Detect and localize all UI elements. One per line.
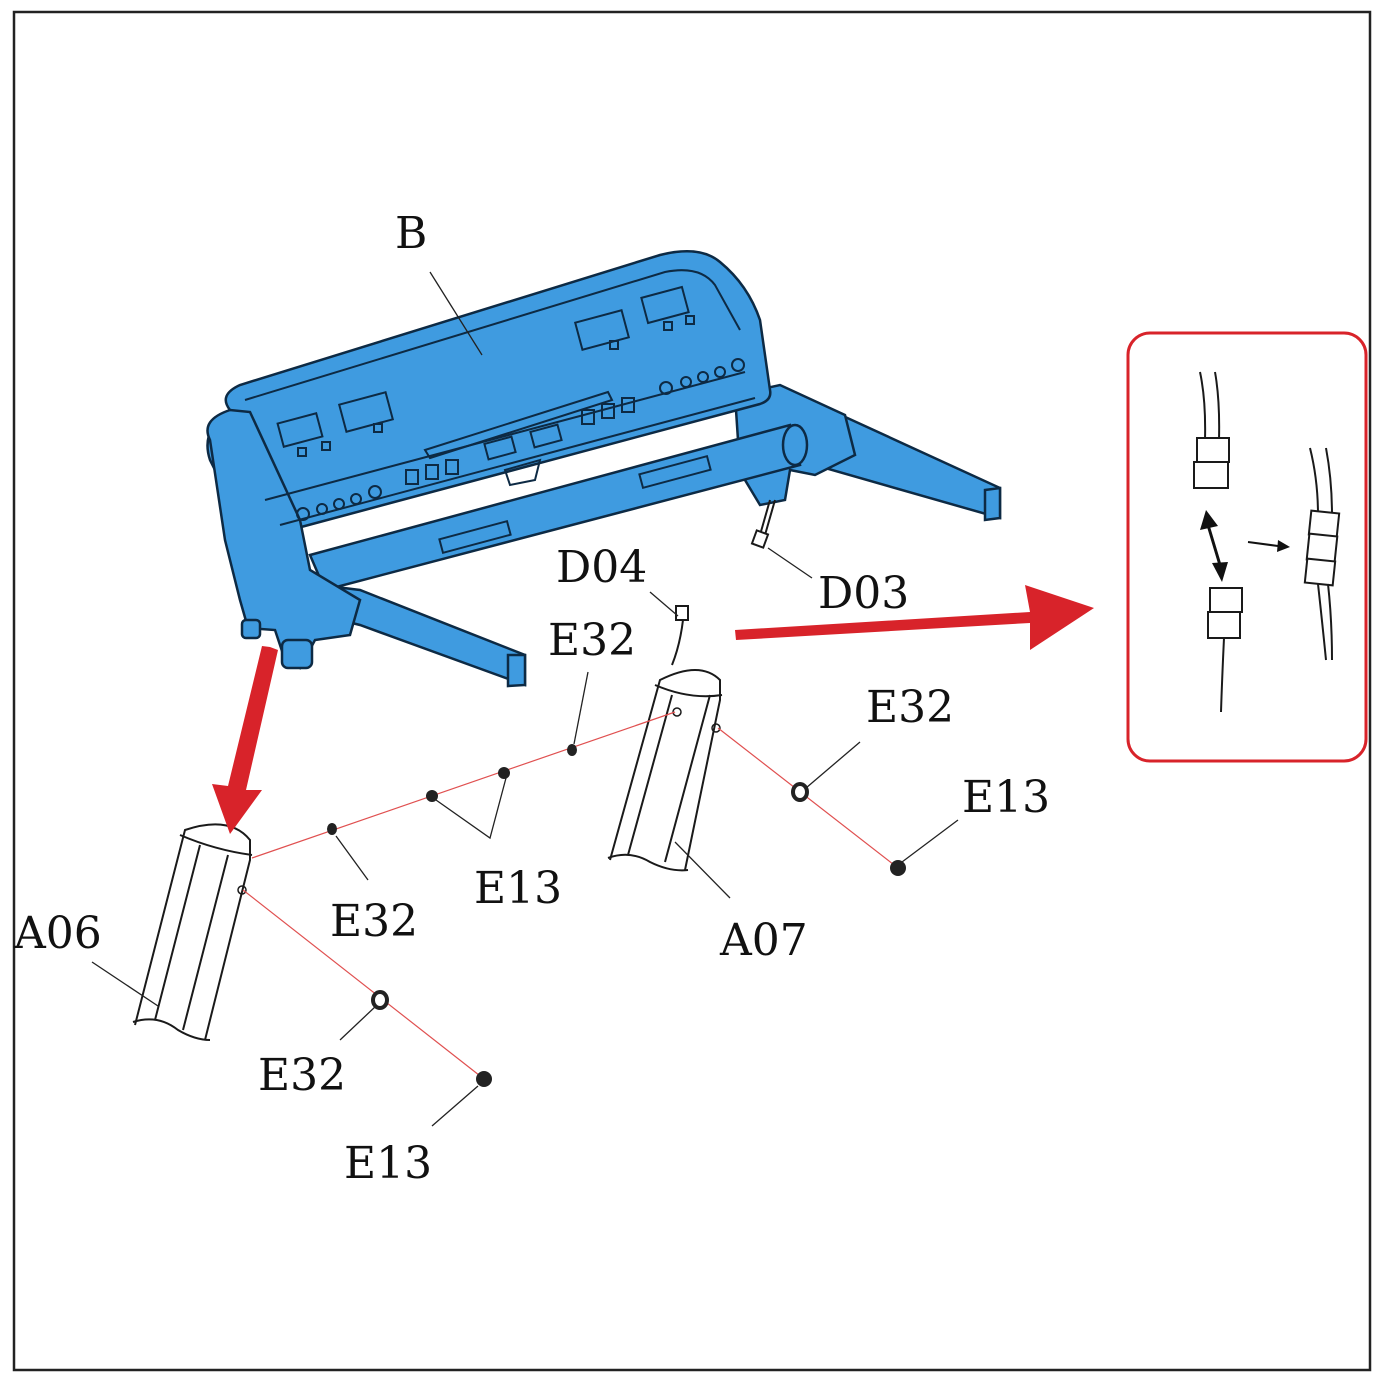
label-e13-middle: E13 (474, 863, 562, 914)
tablet-slot (423, 390, 614, 460)
direction-arrows (212, 585, 1094, 834)
bolt-e13 (426, 790, 438, 802)
right-rail-end (983, 486, 1002, 522)
display-window (276, 412, 324, 448)
bolt-e13 (890, 860, 906, 876)
crossbar-slot (438, 519, 512, 555)
outer-frame (12, 10, 1372, 1372)
console-key (445, 459, 459, 475)
label-a06: A06 (13, 908, 102, 959)
console-button (350, 493, 362, 505)
panel-trim (244, 269, 741, 401)
inset-border (1126, 331, 1368, 763)
double-arrow-icon (1200, 510, 1228, 582)
console-button (680, 376, 692, 388)
part-labels: B D04 D03 E32 E32 E13 E13 E32 A07 A06 E3… (13, 208, 1050, 1189)
connector-d04 (675, 605, 689, 621)
console-key (483, 435, 517, 461)
cable-d04 (671, 619, 684, 666)
bolt-e13 (476, 1071, 492, 1087)
console-assembly (206, 250, 1002, 688)
left-stub (280, 638, 314, 670)
label-e32-right: E32 (866, 682, 954, 733)
label-e13-right: E13 (962, 772, 1050, 823)
indicator-light (685, 315, 695, 325)
washer-e32 (371, 990, 389, 1010)
console-key (529, 423, 563, 449)
upright-a07 (607, 669, 723, 872)
label-b: B (395, 208, 427, 259)
console-key (405, 469, 419, 485)
console-button (659, 381, 673, 395)
guide-line-left (242, 889, 485, 1080)
indicator-light (663, 321, 673, 331)
label-e32-bottom: E32 (258, 1050, 346, 1101)
guide-line-front (251, 711, 676, 859)
indicator-light (321, 441, 331, 451)
fasteners (327, 744, 906, 1087)
display-window (640, 285, 690, 325)
console-key (601, 403, 615, 419)
crossbar-end (781, 423, 809, 467)
upright-a06 (132, 823, 253, 1041)
label-e13-bottom: E13 (344, 1138, 432, 1189)
connector-inset (1126, 331, 1368, 763)
label-d04: D04 (556, 542, 647, 593)
connector-joined-icon (1303, 509, 1341, 587)
connector-d03 (750, 529, 770, 549)
guide-line-right (717, 727, 899, 869)
indicator-light (297, 447, 307, 457)
left-stub-small (240, 618, 262, 640)
label-a07: A07 (719, 915, 808, 966)
bolt-e13 (498, 767, 510, 779)
indicator-light (609, 340, 619, 350)
crossbar-slot (638, 454, 712, 490)
washer-e32 (327, 823, 337, 835)
arrow-right-icon (735, 585, 1094, 650)
leader-lines (91, 271, 959, 1127)
console-key (425, 464, 439, 480)
connector-plug-icon (1207, 587, 1243, 639)
washer-e32 (791, 782, 809, 802)
console-button (316, 503, 328, 515)
console-key (581, 409, 595, 425)
indicator-light (373, 423, 383, 433)
connector-plug-icon (1193, 437, 1230, 489)
console-key (621, 397, 635, 413)
left-housing (206, 408, 362, 670)
console-button (333, 498, 345, 510)
left-rail-end (506, 653, 527, 688)
console-button (296, 507, 310, 521)
arrow-right-icon (1247, 540, 1290, 552)
display-window (573, 309, 631, 351)
tablet-clip (503, 458, 542, 487)
cable-d03 (759, 499, 776, 536)
label-e32-top: E32 (548, 615, 636, 666)
label-e32-middle: E32 (330, 896, 418, 947)
console-button (714, 366, 726, 378)
washer-e32 (567, 744, 577, 756)
console-button (697, 371, 709, 383)
label-d03: D03 (818, 568, 909, 619)
console-button (368, 485, 382, 499)
arrow-down-left-icon (212, 646, 278, 834)
display-window (337, 391, 395, 433)
console-button (731, 358, 745, 372)
